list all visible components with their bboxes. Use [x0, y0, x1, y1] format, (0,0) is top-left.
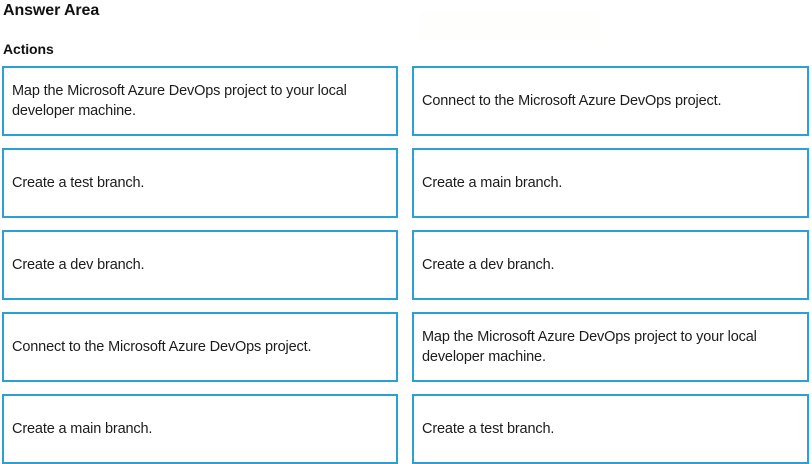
page-title: Answer Area	[3, 2, 100, 19]
action-label: Connect to the Microsoft Azure DevOps pr…	[422, 93, 722, 109]
action-label: Map the Microsoft Azure DevOps project t…	[422, 329, 757, 365]
action-box-right[interactable]: Create a test branch.	[412, 394, 809, 464]
action-box-left[interactable]: Create a dev branch.	[2, 230, 398, 300]
action-row: Create a main branch. Create a test bran…	[0, 394, 812, 464]
action-label: Create a test branch.	[12, 175, 145, 191]
actions-grid: Map the Microsoft Azure DevOps project t…	[0, 66, 812, 464]
action-row: Map the Microsoft Azure DevOps project t…	[0, 66, 812, 136]
actions-section-title: Actions	[3, 41, 54, 57]
action-label: Connect to the Microsoft Azure DevOps pr…	[12, 339, 312, 355]
faint-top-artifact	[420, 12, 600, 42]
action-label: Create a dev branch.	[422, 257, 555, 273]
action-box-left[interactable]: Create a main branch.	[2, 394, 398, 464]
action-label: Create a main branch.	[12, 421, 153, 437]
action-box-left[interactable]: Create a test branch.	[2, 148, 398, 218]
action-box-left[interactable]: Map the Microsoft Azure DevOps project t…	[2, 66, 398, 136]
action-label: Create a dev branch.	[12, 257, 145, 273]
action-label: Map the Microsoft Azure DevOps project t…	[12, 83, 347, 119]
action-label: Create a test branch.	[422, 421, 555, 437]
action-row: Connect to the Microsoft Azure DevOps pr…	[0, 312, 812, 382]
action-box-left[interactable]: Connect to the Microsoft Azure DevOps pr…	[2, 312, 398, 382]
action-label: Create a main branch.	[422, 175, 563, 191]
action-row: Create a test branch. Create a main bran…	[0, 148, 812, 218]
action-box-right[interactable]: Create a main branch.	[412, 148, 809, 218]
action-box-right[interactable]: Create a dev branch.	[412, 230, 809, 300]
action-row: Create a dev branch. Create a dev branch…	[0, 230, 812, 300]
action-box-right[interactable]: Map the Microsoft Azure DevOps project t…	[412, 312, 809, 382]
action-box-right[interactable]: Connect to the Microsoft Azure DevOps pr…	[412, 66, 809, 136]
